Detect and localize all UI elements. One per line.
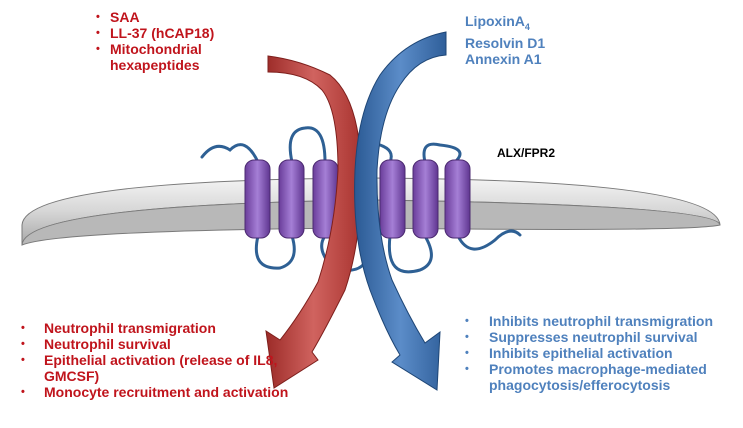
effect-label: Monocyte recruitment and activation [44,384,289,400]
receptor-label: ALX/FPR2 [497,146,556,160]
list-item: LipoxinA4 [465,13,665,35]
helix-2 [278,159,305,239]
agonist-label: LL-37 (hCAP18) [110,25,215,41]
agonist-subscript: 4 [524,21,530,32]
effect-label: Inhibits neutrophil transmigration [489,313,713,329]
pro-inflammatory-effects-list: • Neutrophil transmigration • Neutrophil s… [15,320,295,400]
pro-resolving-agonist-list: LipoxinA4 Resolvin D1 Annexin A1 [465,13,665,67]
bullet-icon: • [465,363,469,375]
list-item: • Mitochondrial hexapeptides [96,41,266,73]
effect-label: Promotes macrophage-mediated phagocytosi… [489,361,707,393]
receptor-loops [200,126,522,274]
list-item: • Monocyte recruitment and activation [15,384,295,400]
list-item: • LL-37 (hCAP18) [96,25,266,41]
list-item: • Promotes macrophage-mediated phagocytos… [465,361,740,393]
helix-1 [244,159,271,239]
list-item: • Epithelial activation (release of IL8, … [15,352,295,384]
list-item: Annexin A1 [465,51,665,67]
bullet-icon: • [21,354,25,366]
agonist-label: Annexin A1 [465,50,542,67]
list-item: Resolvin D1 [465,35,665,51]
effect-label: Neutrophil transmigration [44,320,216,336]
effect-label: Epithelial activation (release of IL8, G… [44,352,278,384]
bullet-icon: • [21,386,25,398]
bullet-icon: • [465,347,469,359]
effect-label: Neutrophil survival [44,336,171,352]
list-item: • Inhibits neutrophil transmigration [465,313,740,329]
bullet-icon: • [21,338,25,350]
helix-6 [412,159,439,239]
list-item: • SAA [96,9,266,25]
bullet-icon: • [465,315,469,327]
bullet-icon: • [96,27,100,39]
effect-label: Inhibits epithelial activation [489,345,673,361]
agonist-label-suffix: A [514,13,525,29]
pro-resolving-arrow [354,31,447,391]
bullet-icon: • [465,331,469,343]
list-item: • Neutrophil transmigration [15,320,295,336]
helix-7 [444,159,471,239]
pro-inflammatory-agonist-list: • SAA • LL-37 (hCAP18) • Mitochondrial hexa… [96,9,266,73]
agonist-label: SAA [110,9,140,25]
pro-inflammatory-arrow [265,55,362,389]
list-item: • Neutrophil survival [15,336,295,352]
helix-5 [379,159,406,239]
agonist-label: Mitochondrial hexapeptides [110,41,202,73]
agonist-label: Lipoxin [465,13,515,29]
bullet-icon: • [96,43,100,55]
list-item: • Suppresses neutrophil survival [465,329,740,345]
pro-resolving-effects-list: • Inhibits neutrophil transmigration • Sup… [465,313,740,393]
agonist-label: Resolvin D1 [465,34,546,51]
bullet-icon: • [21,322,25,334]
effect-label: Suppresses neutrophil survival [489,329,698,345]
list-item: • Inhibits epithelial activation [465,345,740,361]
bullet-icon: • [96,11,100,23]
